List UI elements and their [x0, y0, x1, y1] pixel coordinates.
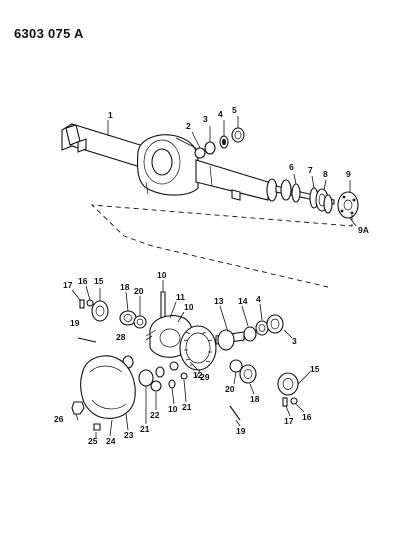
bearing-15-right [277, 372, 299, 396]
callout-22: 22 [150, 410, 160, 420]
callout-16-left: 16 [78, 276, 88, 286]
callout-12: 12 [193, 370, 203, 380]
side-bearings-right [229, 359, 257, 384]
callout-3-lower: 3 [292, 336, 297, 346]
side-bearings-left [119, 310, 147, 329]
bolt-washer-right [282, 397, 298, 407]
callout-14: 14 [238, 296, 248, 306]
callout-15-left: 15 [94, 276, 104, 286]
callout-19-right: 19 [236, 426, 246, 436]
pinion-shaft [160, 291, 166, 321]
ring-gear [179, 325, 217, 371]
callout-19-left: 19 [70, 318, 80, 328]
callout-17-right: 17 [284, 416, 294, 426]
callouts: 1 2 3 4 5 6 7 8 9 9A 17 16 15 18 20 10 1… [54, 105, 369, 446]
callout-4-lower: 4 [256, 294, 261, 304]
callout-25: 25 [88, 436, 98, 446]
pin-19 [77, 337, 97, 343]
callout-18-left: 18 [120, 282, 130, 292]
callout-29: 29 [200, 372, 210, 382]
callout-23: 23 [124, 430, 134, 440]
callout-8: 8 [323, 169, 328, 179]
callout-5: 5 [232, 105, 237, 115]
pinion-bearings-right [243, 314, 284, 342]
callout-4: 4 [218, 109, 223, 119]
fill-plug [71, 401, 85, 415]
small-bearing-parts [194, 127, 245, 159]
callout-10-mid: 10 [184, 302, 194, 312]
callout-10-lower: 10 [168, 404, 178, 414]
callout-2: 2 [186, 121, 191, 131]
callout-11: 11 [176, 292, 185, 302]
callout-9: 9 [346, 169, 351, 179]
callout-9a: 9A [358, 225, 369, 235]
callout-20-right: 20 [225, 384, 235, 394]
callout-16-right: 16 [302, 412, 312, 422]
callout-21-left: 21 [140, 424, 150, 434]
callout-7: 7 [308, 165, 313, 175]
callout-15-right: 15 [310, 364, 320, 374]
side-and-pinion-gears [122, 355, 188, 392]
pinion-bolt-washer-left [79, 299, 109, 322]
callout-6: 6 [289, 162, 294, 172]
cover-bolt [93, 423, 101, 431]
diagram-code: 6303 075 A [14, 26, 84, 41]
drive-pinion [215, 329, 245, 351]
callout-3: 3 [203, 114, 208, 124]
callout-28: 28 [116, 332, 126, 342]
callout-26: 26 [54, 414, 64, 424]
callout-24: 24 [106, 436, 116, 446]
axle-housing [61, 123, 278, 202]
callout-1: 1 [108, 110, 113, 120]
callout-17-left: 17 [63, 280, 73, 290]
differential-cover [80, 355, 136, 419]
item-2-shape [194, 147, 206, 159]
connector-dashed-line [90, 204, 353, 288]
axle-shaft-assembly [275, 179, 359, 219]
callout-21-right: 21 [182, 402, 192, 412]
leader-lines [71, 116, 357, 438]
callout-20-left: 20 [134, 286, 144, 296]
callout-10-top: 10 [157, 270, 167, 280]
callout-18-right: 18 [250, 394, 260, 404]
pin-19-lower [229, 405, 241, 421]
callout-13: 13 [214, 296, 224, 306]
